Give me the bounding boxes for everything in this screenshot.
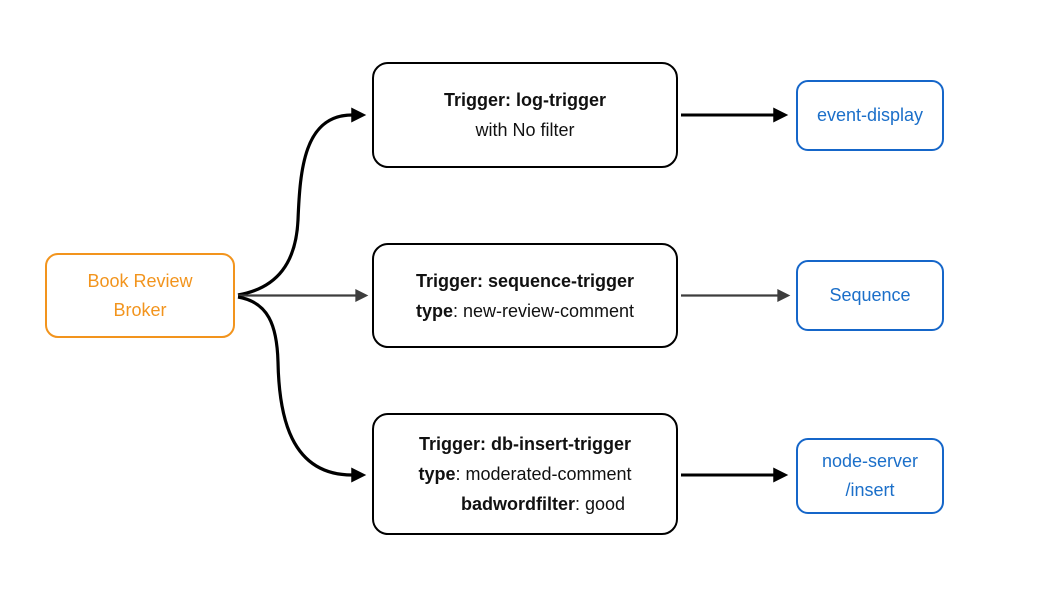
sink-label: Sequence [829, 285, 911, 305]
trigger-node-sequence-trigger: Trigger: sequence-trigger type: new-revi… [372, 243, 678, 348]
trigger-title: Trigger: sequence-trigger [415, 270, 635, 291]
sink-label-line1: node-server [821, 451, 919, 471]
trigger-node-log-trigger: Trigger: log-trigger with No filter [372, 62, 678, 168]
trigger-detail-value: : good [574, 494, 626, 514]
broker-node: Book Review Broker [45, 253, 235, 338]
broker-label-line1: Book Review [87, 270, 193, 291]
trigger-detail-key: type [418, 464, 456, 484]
edge-broker-to-db-insert-trigger [237, 295, 367, 483]
trigger-title: Trigger: log-trigger [444, 90, 606, 110]
trigger-detail-value: : new-review-comment [452, 300, 635, 321]
sink-node-sequence: Sequence [796, 260, 944, 331]
sink-label-line2: /insert [845, 480, 895, 500]
trigger-detail: badwordfilter: good [461, 489, 625, 519]
trigger-detail-value: : moderated-comment [455, 464, 632, 484]
edge-broker-to-log-trigger [237, 107, 367, 297]
trigger-detail-value: with No filter [475, 120, 575, 140]
sink-node-node-server-insert: node-server /insert [796, 438, 944, 514]
trigger-detail: type: new-review-comment [416, 296, 634, 326]
trigger-detail: with No filter [475, 115, 574, 145]
trigger-detail-key: badwordfilter [460, 494, 575, 514]
sink-label: event-display [816, 105, 924, 125]
trigger-title: Trigger: db-insert-trigger [418, 434, 631, 454]
trigger-node-db-insert-trigger: Trigger: db-insert-trigger type: moderat… [372, 413, 678, 535]
broker-label-line2: Broker [113, 299, 167, 320]
trigger-detail: type: moderated-comment [418, 459, 631, 489]
trigger-detail-key: type [415, 300, 453, 321]
sink-node-event-display: event-display [796, 80, 944, 151]
